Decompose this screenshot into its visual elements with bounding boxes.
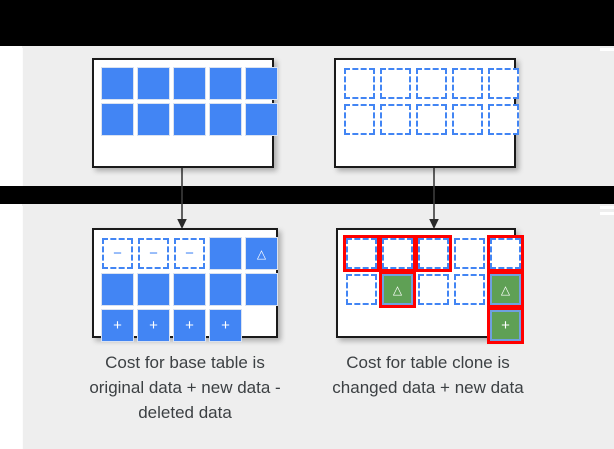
data-block	[210, 274, 241, 305]
data-block	[138, 68, 169, 99]
triangle-icon: △	[256, 246, 267, 261]
empty-slot	[246, 310, 277, 341]
reference-block	[346, 274, 377, 305]
data-block	[174, 104, 205, 135]
plus-icon: +	[185, 317, 194, 334]
data-block	[102, 274, 133, 305]
plus-icon: +	[113, 317, 122, 334]
changed-block: △	[487, 271, 524, 308]
arrow-table-clone	[424, 168, 444, 230]
reference-block	[488, 104, 519, 135]
empty-slot	[454, 310, 485, 341]
data-block	[174, 68, 205, 99]
new-block: +	[102, 310, 133, 341]
data-block	[246, 104, 277, 135]
reference-block	[454, 274, 485, 305]
data-block	[138, 104, 169, 135]
reference-block	[418, 274, 449, 305]
card-table-clone-after-changes: △ △ +	[336, 228, 524, 344]
caption-table-clone: Cost for table clone is changed data + n…	[332, 353, 524, 397]
data-block	[138, 274, 169, 305]
deleted-block: −	[138, 238, 169, 269]
highlighted-reference-block	[487, 235, 524, 272]
triangle-icon: △	[392, 282, 403, 297]
table-row	[102, 104, 277, 135]
highlighted-reference-block	[343, 235, 380, 272]
data-block	[246, 274, 277, 305]
table-row	[343, 235, 524, 272]
card-table-clone-original	[334, 58, 519, 168]
top-black-band	[0, 0, 614, 46]
data-block	[102, 104, 133, 135]
data-block	[174, 274, 205, 305]
changed-block: △	[379, 271, 416, 308]
data-block	[246, 68, 277, 99]
plus-icon: +	[501, 317, 510, 334]
new-block: +	[174, 310, 205, 341]
grid-base-table-after-changes: − − − △	[102, 238, 277, 341]
arrow-base-table	[172, 168, 192, 230]
reference-block	[416, 68, 447, 99]
minus-icon: −	[185, 245, 194, 262]
new-block: +	[487, 307, 524, 344]
table-row	[102, 274, 277, 305]
data-block	[102, 68, 133, 99]
data-block	[210, 104, 241, 135]
grid-table-clone-after-changes: △ △ +	[343, 235, 524, 344]
reference-block	[488, 68, 519, 99]
right-edge-mark-c	[600, 212, 614, 215]
left-white-strip-upper	[0, 46, 22, 186]
empty-slot	[346, 310, 377, 341]
table-row: + + + +	[102, 310, 277, 341]
table-row: − − − △	[102, 238, 277, 269]
data-block	[210, 68, 241, 99]
deleted-block: −	[102, 238, 133, 269]
empty-slot	[382, 310, 413, 341]
upper-section-hairline	[22, 48, 23, 186]
triangle-icon: △	[500, 282, 511, 297]
table-row: △ △	[346, 271, 524, 308]
reference-block	[454, 238, 485, 269]
table-row	[344, 104, 519, 135]
right-edge-mark-a	[600, 48, 614, 51]
table-row: +	[346, 307, 524, 344]
middle-black-band	[0, 186, 614, 204]
changed-block: △	[246, 238, 277, 269]
minus-icon: −	[113, 245, 122, 262]
lower-section-hairline	[22, 206, 23, 449]
reference-block	[452, 104, 483, 135]
plus-icon: +	[221, 317, 230, 334]
grid-table-clone-original	[344, 68, 519, 135]
plus-icon: +	[149, 317, 158, 334]
grid-base-table-original	[102, 68, 277, 135]
minus-icon: −	[149, 245, 158, 262]
reference-block	[380, 104, 411, 135]
data-block	[210, 238, 241, 269]
table-row	[102, 68, 277, 99]
reference-block	[416, 104, 447, 135]
caption-base-table: Cost for base table is original data + n…	[89, 353, 281, 422]
right-edge-mark-b	[600, 206, 614, 209]
new-block: +	[210, 310, 241, 341]
reference-block	[380, 68, 411, 99]
deleted-block: −	[174, 238, 205, 269]
empty-slot	[418, 310, 449, 341]
card-base-table-after-changes: − − − △	[92, 228, 278, 341]
left-white-strip-lower	[0, 204, 22, 449]
reference-block	[344, 68, 375, 99]
card-base-table-original	[92, 58, 277, 168]
reference-block	[344, 104, 375, 135]
highlighted-reference-block	[379, 235, 416, 272]
highlighted-reference-block	[415, 235, 452, 272]
new-block: +	[138, 310, 169, 341]
reference-block	[452, 68, 483, 99]
table-row	[344, 68, 519, 99]
